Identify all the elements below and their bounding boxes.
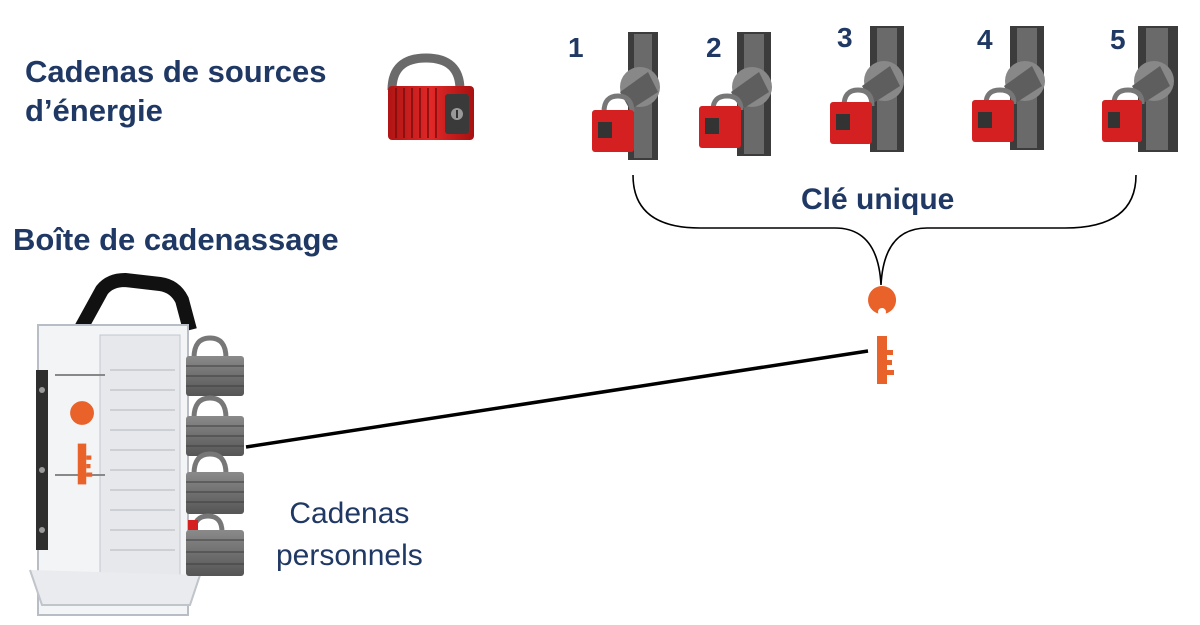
personal-locks-label-line2: personnels xyxy=(276,539,423,572)
personal-padlock-icon xyxy=(186,335,244,396)
energy-locks-title: Cadenas de sources d’énergie xyxy=(25,52,327,130)
single-key-label: Clé unique xyxy=(801,183,955,216)
personal-padlock-icon xyxy=(186,395,244,456)
personal-locks-label-line1: Cadenas xyxy=(289,497,410,530)
disconnect-switch-icon xyxy=(592,32,660,160)
source-number-3: 3 xyxy=(837,22,853,53)
energy-locks-title-line1: Cadenas de sources xyxy=(25,54,327,89)
lockout-box-title: Boîte de cadenassage xyxy=(13,222,339,257)
connector-line xyxy=(245,349,869,449)
energy-padlock-icon xyxy=(387,53,474,140)
single-key-brace xyxy=(632,174,1137,286)
disconnect-switch-icon xyxy=(1102,26,1178,152)
personal-padlock-icon xyxy=(186,513,244,576)
source-number-2: 2 xyxy=(706,32,722,63)
disconnect-switches xyxy=(592,26,1178,160)
personal-locks-label: Cadenas personnels xyxy=(276,493,423,577)
source-number-5: 5 xyxy=(1110,24,1126,55)
disconnect-switch-icon xyxy=(972,26,1045,150)
source-number-1: 1 xyxy=(568,32,584,63)
personal-padlock-icon xyxy=(186,451,244,514)
lockout-box-icon xyxy=(29,273,201,616)
personal-padlocks xyxy=(186,335,244,576)
key-icon xyxy=(868,286,897,384)
energy-locks-title-line2: d’énergie xyxy=(25,93,163,128)
source-number-4: 4 xyxy=(977,24,993,55)
disconnect-switch-icon xyxy=(699,32,772,156)
disconnect-switch-icon xyxy=(830,26,904,152)
